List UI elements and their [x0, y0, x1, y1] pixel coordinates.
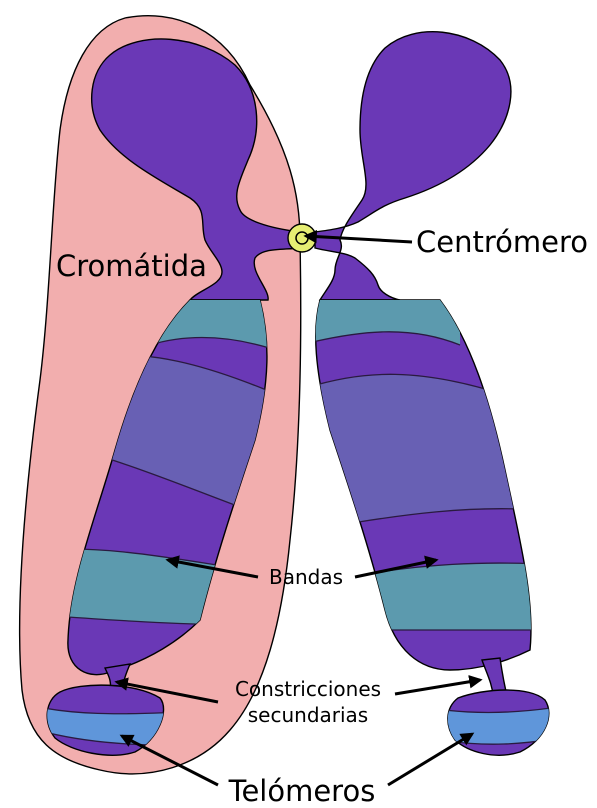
- centromere: [288, 224, 316, 252]
- label-chromatid: Cromátida: [56, 249, 207, 283]
- label-constrictions-line1: Constricciones: [235, 677, 381, 701]
- band-teal: [360, 563, 560, 630]
- arrow-constriction-right: [395, 680, 480, 694]
- label-bands: Bandas: [269, 565, 343, 589]
- label-centromere: Centrómero: [416, 225, 588, 259]
- label-telomeres: Telómeros: [228, 774, 376, 808]
- arrow-telomere-right: [388, 734, 472, 785]
- right-upper-arm: [315, 32, 511, 300]
- label-constrictions-line2: secundarias: [248, 703, 368, 727]
